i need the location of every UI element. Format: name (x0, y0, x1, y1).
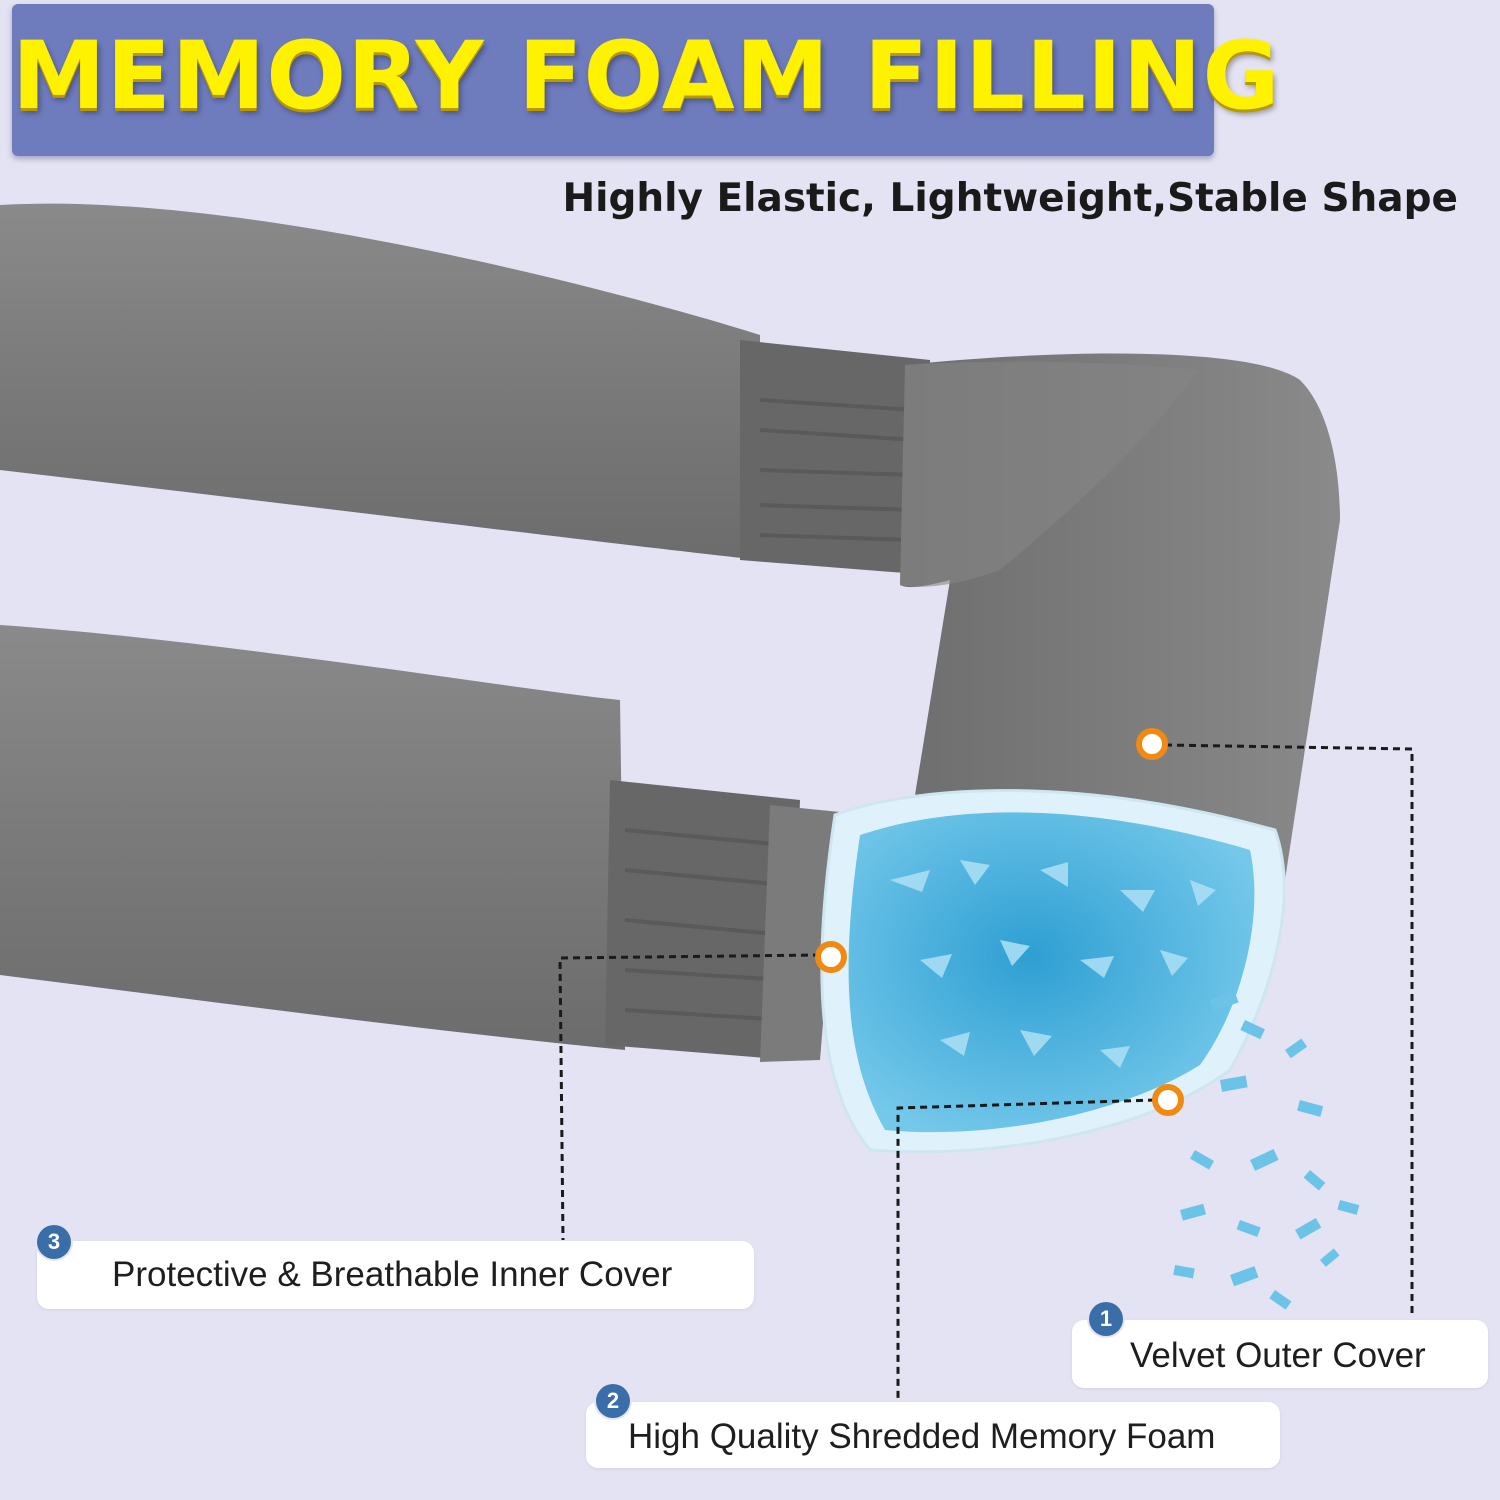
marker-dot-icon (1136, 728, 1168, 760)
leader-line-2 (896, 1098, 1156, 1398)
marker-dot-icon (815, 941, 847, 973)
pillow-lower-arm (0, 625, 840, 1062)
number-badge-icon: 3 (37, 1225, 71, 1259)
marker-dots (815, 728, 1184, 1116)
callout-memory-foam: High Quality Shredded Memory Foam (586, 1402, 1280, 1468)
callout-inner-cover: Protective & Breathable Inner Cover (37, 1241, 754, 1309)
callout-label: High Quality Shredded Memory Foam (628, 1417, 1216, 1456)
title-banner: MEMORY FOAM FILLING (12, 4, 1281, 156)
memory-foam-cutaway (820, 789, 1286, 1154)
callout-outer-cover: Velvet Outer Cover (1072, 1320, 1488, 1388)
page-subtitle: Highly Elastic, Lightweight,Stable Shape (562, 176, 1458, 221)
number-badge-icon: 2 (596, 1384, 630, 1418)
leader-line-3 (558, 953, 821, 1241)
number-badge-icon: 1 (1089, 1302, 1123, 1336)
leader-lines (558, 743, 1414, 1398)
callout-label: Protective & Breathable Inner Cover (112, 1255, 673, 1294)
pillow-upper-arm (0, 203, 1340, 880)
callout-label: Velvet Outer Cover (1130, 1336, 1426, 1375)
spilled-foam-pieces (1173, 991, 1360, 1310)
marker-dot-icon (1152, 1084, 1184, 1116)
page-title: MEMORY FOAM FILLING (12, 22, 1281, 131)
leader-line-1 (1164, 743, 1414, 1318)
